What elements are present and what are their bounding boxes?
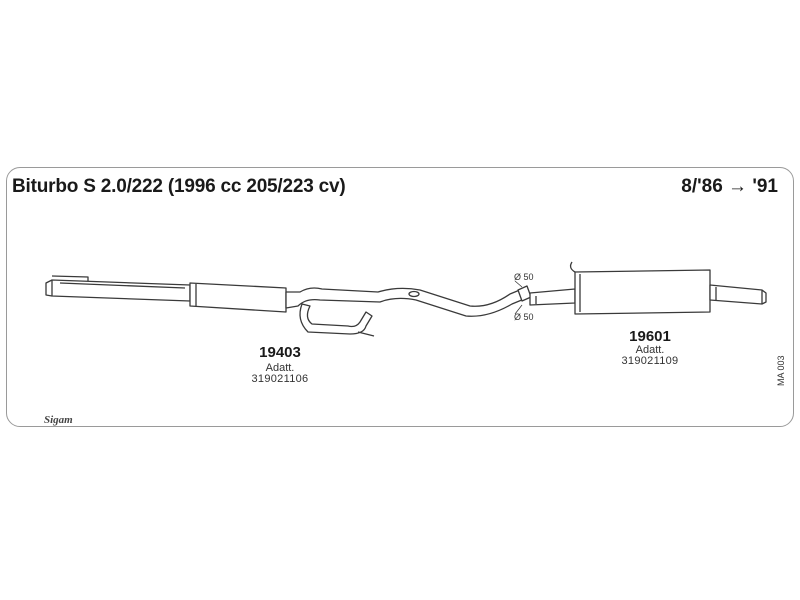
part-note-front: Adatt. — [265, 362, 295, 374]
rear-inlet-pipe — [529, 288, 576, 306]
joint-diameter-bottom: Ø 50 — [514, 312, 534, 322]
joint-diameter-top: Ø 50 — [514, 272, 534, 282]
part-number-rear: 19601 — [629, 328, 671, 345]
front-branch-loop — [299, 303, 373, 335]
front-resonator — [189, 282, 287, 313]
part-code-front: 319021106 — [251, 373, 309, 385]
part-note-rear: Adatt. — [635, 344, 665, 356]
drawing-reference: MA 003 — [776, 355, 786, 386]
rear-muffler — [574, 269, 711, 315]
front-middle-pipe — [285, 286, 530, 317]
vehicle-title: Biturbo S 2.0/222 (1996 cc 205/223 cv) — [12, 176, 346, 197]
rear-tail-pipe — [709, 284, 763, 305]
part-code-rear: 319021109 — [621, 355, 679, 367]
brand-logo: Sigam — [44, 414, 73, 426]
part-number-front: 19403 — [259, 344, 301, 361]
diagram-frame — [6, 167, 794, 427]
production-years: 8/'86 → '91 — [681, 176, 778, 197]
